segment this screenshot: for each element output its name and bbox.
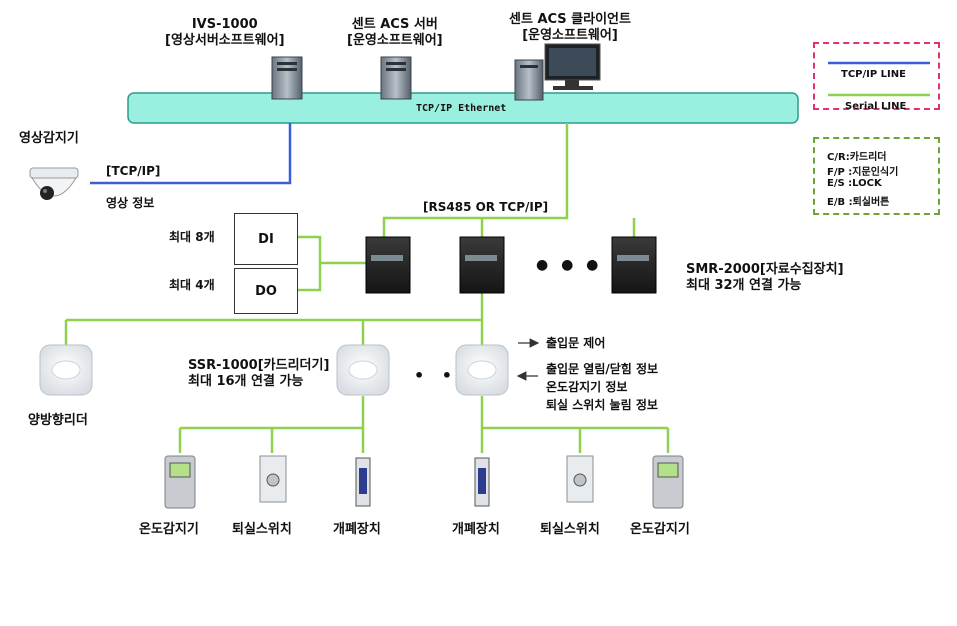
bidirectional-reader-label: 양방향리더	[28, 413, 88, 428]
legend-line-box: TCP/IP LINE Serial LINE	[813, 42, 940, 112]
ethernet-label: TCP/IP Ethernet	[416, 103, 507, 114]
reader-ssr-left	[336, 344, 390, 396]
legend-abbr-eb: E/B :퇴실버튼	[827, 197, 890, 208]
io-temperature: 온도감지기 정보	[546, 380, 628, 394]
smr-unit-3	[611, 236, 657, 294]
device-left-1: 온도감지기	[139, 522, 199, 537]
io-door-state: 출입문 열림/닫힘 정보	[546, 362, 659, 376]
reader-ellipsis: • •	[414, 366, 459, 385]
device-left-2: 퇴실스위치	[232, 522, 292, 537]
acs-client-icon	[514, 43, 601, 101]
exit-switch-right-icon	[566, 455, 594, 503]
device-right-3: 온도감지기	[630, 522, 690, 537]
serial-lines	[64, 123, 670, 453]
di-box: DI	[234, 213, 298, 265]
io-arrows	[516, 338, 540, 381]
camera-title: 영상감지기	[19, 131, 79, 146]
ssr-line1: SSR-1000[카드리더기]	[188, 358, 330, 373]
temp-sensor-left-icon	[164, 455, 196, 509]
acs-server-line2: [운영소프트웨어]	[347, 33, 443, 48]
camera-protocol: [TCP/IP]	[106, 164, 161, 178]
device-right-1: 개폐장치	[452, 522, 500, 537]
acs-client-line2: [운영소프트웨어]	[522, 28, 618, 43]
dome-camera-icon	[29, 167, 79, 200]
camera-video-info: 영상 정보	[106, 196, 155, 210]
ivs-label: IVS-1000 [영상서버소프트웨어]	[165, 17, 285, 49]
smr-ellipsis: ● ● ●	[536, 257, 603, 273]
ssr-label: SSR-1000[카드리더기] 최대 16개 연결 가능	[188, 358, 329, 390]
acs-server-line1: 센트 ACS 서버	[351, 17, 438, 32]
smr-unit-1	[365, 236, 411, 294]
rs485-label: [RS485 OR TCP/IP]	[423, 200, 549, 214]
exit-switch-left-icon	[259, 455, 287, 503]
legend-abbr-fp: F/P :지문인식기	[827, 167, 899, 178]
tcp-ip-line-camera	[90, 123, 292, 185]
di-max: 최대 8개	[169, 230, 215, 244]
device-left-3: 개폐장치	[333, 522, 381, 537]
io-exit-switch: 퇴실 스위치 눌림 정보	[546, 398, 658, 412]
temp-sensor-right-icon	[652, 455, 684, 509]
ethernet-bar	[127, 92, 799, 124]
legend-tcp-label: TCP/IP LINE	[841, 69, 906, 80]
do-box: DO	[234, 268, 298, 314]
legend-serial-label: Serial LINE	[845, 101, 907, 112]
ssr-line2: 최대 16개 연결 가능	[188, 374, 304, 389]
device-right-2: 퇴실스위치	[540, 522, 600, 537]
reader-bidirectional	[39, 344, 93, 396]
do-max: 최대 4개	[169, 278, 215, 292]
legend-abbr-es: E/S :LOCK	[827, 178, 882, 189]
acs-client-line1: 센트 ACS 클라이언트	[509, 12, 631, 27]
io-control: 출입문 제어	[546, 336, 606, 350]
door-lock-left-icon	[355, 457, 371, 507]
legend-abbr-box: C/R:카드리더 F/P :지문인식기 E/S :LOCK E/B :퇴실버튼	[813, 137, 940, 215]
smr-line2: 최대 32개 연결 가능	[686, 278, 802, 293]
reader-ssr-right	[455, 344, 509, 396]
ivs-line1: IVS-1000	[191, 17, 258, 32]
smr-line1: SMR-2000[자료수집장치]	[686, 262, 844, 277]
smr-unit-2	[459, 236, 505, 294]
acs-server-icon	[380, 56, 412, 100]
acs-server-label: 센트 ACS 서버 [운영소프트웨어]	[347, 17, 443, 49]
ivs-server-icon	[271, 56, 303, 100]
legend-abbr-cr: C/R:카드리더	[827, 152, 887, 163]
acs-client-label: 센트 ACS 클라이언트 [운영소프트웨어]	[509, 12, 631, 44]
door-lock-right-icon	[474, 457, 490, 507]
ivs-line2: [영상서버소프트웨어]	[165, 33, 285, 48]
smr-label: SMR-2000[자료수집장치] 최대 32개 연결 가능	[686, 262, 844, 294]
